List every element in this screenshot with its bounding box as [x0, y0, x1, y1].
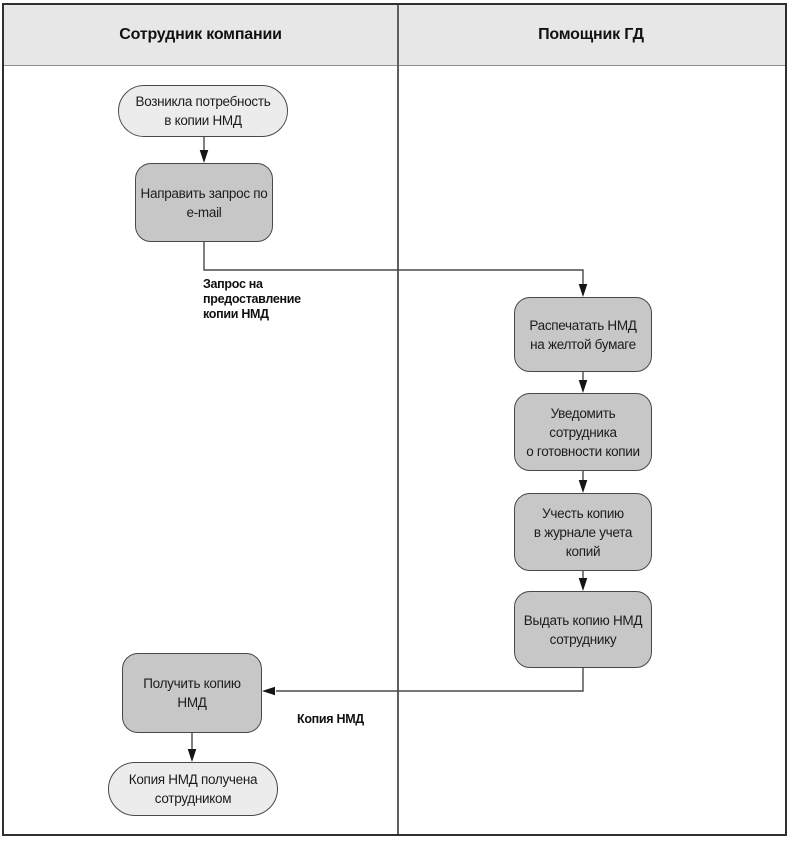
edge-label-request: Запрос на предоставление копии НМД [203, 277, 363, 322]
node-text-line: сотрудника [549, 424, 617, 440]
arrowhead-down-icon [199, 150, 209, 163]
lane-title: Помощник ГД [538, 26, 644, 43]
lane-title: Сотрудник компании [119, 26, 282, 43]
lane-divider [397, 5, 399, 834]
lane-header-assistant: Помощник ГД [397, 5, 785, 65]
arrowhead-down-icon [578, 480, 588, 493]
arrowhead-down-icon [578, 380, 588, 393]
node-notify-employee: Уведомить сотрудника о готовности копии [514, 393, 652, 471]
node-text-line: сотрудником [154, 791, 232, 806]
edge-label-line: Запрос на предоставление [203, 277, 301, 306]
node-text-line: копий [565, 543, 601, 559]
node-text-line: Получить копию [143, 676, 241, 691]
node-text-line: Копия НМД получена [128, 772, 258, 787]
node-print-on-yellow-paper: Распечатать НМД на желтой бумаге [514, 297, 652, 372]
node-text-line: e-mail [186, 204, 222, 220]
node-copy-received-end: Копия НМД получена сотрудником [108, 762, 278, 816]
node-text-line: Учесть копию [542, 505, 624, 521]
node-text-line: на желтой бумаге [530, 336, 636, 352]
lane-header-employee: Сотрудник компании [4, 5, 397, 65]
arrowhead-left-icon [262, 686, 275, 696]
node-text-line: в копии НМД [164, 113, 242, 128]
node-text-line: сотруднику [549, 631, 617, 647]
arrowhead-down-icon [578, 284, 588, 297]
edge-label-line: Копия НМД [297, 712, 364, 726]
node-text-line: в журнале учета [533, 524, 633, 540]
node-text-line: Направить запрос по [140, 185, 268, 201]
edge-label-copy: Копия НМД [297, 712, 417, 727]
node-text-line: о готовности копии [526, 443, 640, 459]
arrowhead-down-icon [578, 578, 588, 591]
edge-send-to-print [203, 242, 584, 285]
node-text-line: НМД [177, 695, 207, 710]
swimlane-header-band: Сотрудник компании Помощник ГД [4, 5, 785, 66]
node-register-copy-in-journal: Учесть копию в журнале учета копий [514, 493, 652, 571]
node-text-line: Распечатать НМД [529, 317, 637, 333]
node-send-email-request: Направить запрос по e-mail [135, 163, 273, 242]
edge-label-line: копии НМД [203, 307, 269, 321]
edge-issue-to-receive [276, 668, 584, 692]
node-issue-copy-to-employee: Выдать копию НМД сотруднику [514, 591, 652, 668]
node-text-line: Возникла потребность [135, 94, 271, 109]
node-text-line: Уведомить [550, 405, 616, 421]
node-need-copy-start: Возникла потребность в копии НМД [118, 85, 288, 137]
arrowhead-down-icon [187, 749, 197, 762]
node-receive-copy: Получить копию НМД [122, 653, 262, 733]
node-text-line: Выдать копию НМД [523, 612, 643, 628]
